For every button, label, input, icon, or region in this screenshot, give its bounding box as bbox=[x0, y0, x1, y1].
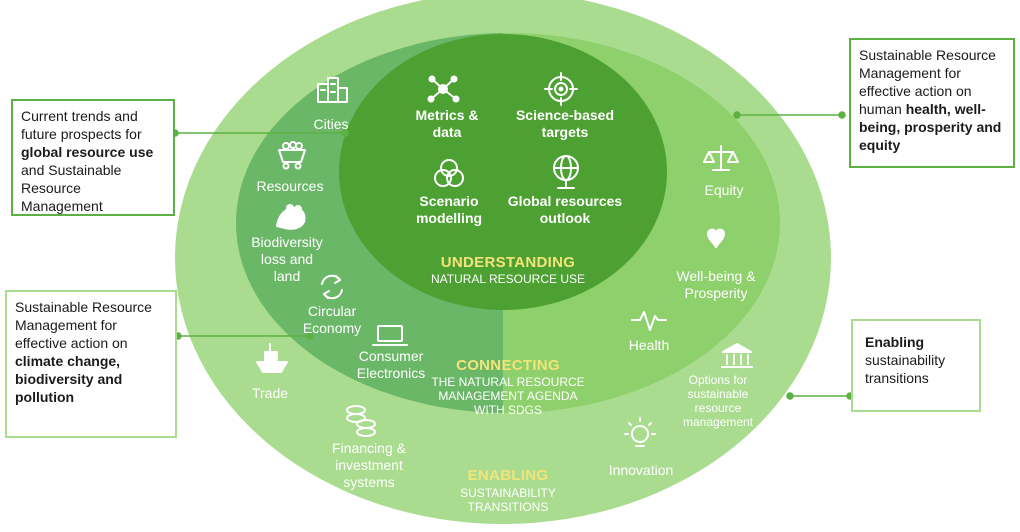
callout-enabling-transitions: Enabling sustainability transitions bbox=[851, 319, 981, 412]
callout-global-resource-use: Current trends and future prospects for … bbox=[11, 99, 175, 216]
lightbulb-icon bbox=[624, 417, 656, 447]
ship-icon bbox=[256, 343, 288, 373]
wellbeing-label: Well-being &Prosperity bbox=[676, 268, 756, 301]
heart-icon bbox=[706, 228, 726, 249]
metrics-data-label: Metrics &data bbox=[415, 107, 479, 140]
health-label: Health bbox=[628, 337, 670, 353]
equity-label: Equity bbox=[704, 182, 744, 198]
venn-icon bbox=[434, 159, 464, 187]
callout-health-wellbeing: Sustainable Resource Management for effe… bbox=[849, 38, 1015, 168]
inner-core-understanding bbox=[339, 34, 667, 310]
institution-icon bbox=[721, 343, 753, 368]
innovation-label: Innovation bbox=[608, 462, 674, 478]
city-icon bbox=[317, 77, 348, 103]
scales-icon bbox=[703, 145, 739, 171]
callout-climate-biodiversity: Sustainable Resource Management for effe… bbox=[5, 290, 177, 438]
trade-label: Trade bbox=[251, 385, 289, 401]
target-icon bbox=[544, 72, 578, 106]
understanding-heading: UNDERSTANDING bbox=[440, 254, 576, 271]
cities-label: Cities bbox=[313, 116, 349, 132]
laptop-icon bbox=[372, 325, 408, 346]
recycle-icon bbox=[321, 274, 343, 300]
connecting-heading: CONNECTING bbox=[456, 357, 560, 374]
frog-icon bbox=[276, 204, 306, 230]
globe-icon bbox=[553, 155, 579, 189]
network-icon bbox=[427, 75, 460, 103]
minecart-icon bbox=[278, 141, 306, 170]
resources-label: Resources bbox=[256, 178, 324, 194]
heartbeat-icon bbox=[631, 311, 667, 331]
coins-icon bbox=[346, 405, 376, 437]
enabling-heading: ENABLING bbox=[467, 467, 549, 484]
understanding-subheading: NATURAL RESOURCE USE bbox=[430, 272, 586, 286]
